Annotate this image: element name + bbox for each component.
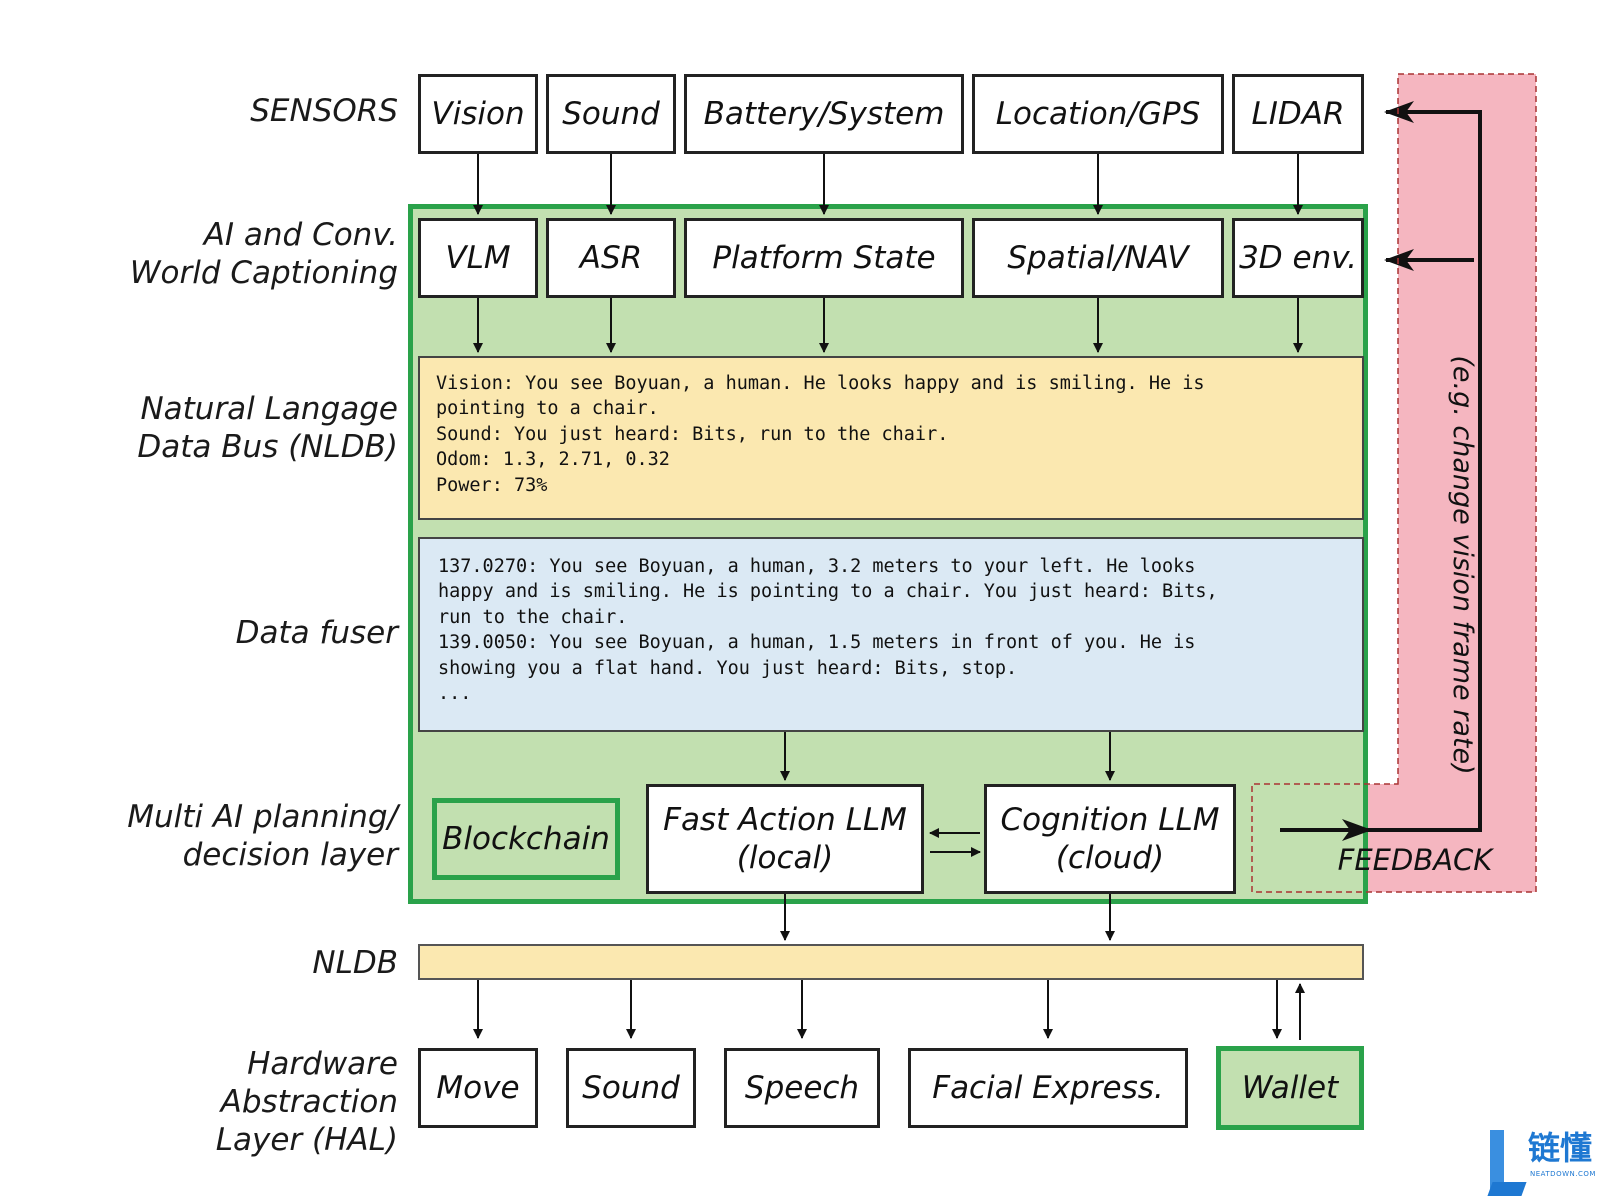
caption-3d-env: 3D env. — [1232, 218, 1364, 298]
hal-move: Move — [418, 1048, 538, 1128]
caption-asr: ASR — [546, 218, 676, 298]
sensor-vision: Vision — [418, 74, 538, 154]
caption-vlm: VLM — [418, 218, 538, 298]
row-label-planning: Multi AI planning/ decision layer — [127, 799, 398, 873]
hal-sound: Sound — [566, 1048, 696, 1128]
row-label-data-fuser: Data fuser — [235, 615, 398, 651]
feedback-label: FEEDBACK — [1337, 843, 1493, 877]
hal-facial-express: Facial Express. — [908, 1048, 1188, 1128]
fast-action-llm-box: Fast Action LLM (local) — [646, 784, 924, 894]
watermark-cn: 链懂 — [1528, 1129, 1593, 1167]
sensor-location-gps: Location/GPS — [972, 74, 1224, 154]
sensor-sound: Sound — [546, 74, 676, 154]
row-label-sensors: SENSORS — [250, 93, 398, 129]
row-label-hal: Hardware Abstraction Layer (HAL) — [215, 1046, 398, 1158]
row-label-nldb: NLDB — [312, 945, 398, 981]
blockchain-box: Blockchain — [432, 798, 620, 880]
hal-speech: Speech — [724, 1048, 880, 1128]
sensor-lidar: LIDAR — [1232, 74, 1364, 154]
sensor-battery-system: Battery/System — [684, 74, 964, 154]
watermark-logo: 链懂 NEATDOWN.COM — [1487, 1129, 1600, 1196]
caption-platform-state: Platform State — [684, 218, 964, 298]
row-label-nldb-bus: Natural Langage Data Bus (NLDB) — [137, 391, 398, 465]
flow-arrows — [473, 154, 1305, 1040]
row-label-captioning: AI and Conv. World Captioning — [129, 217, 398, 291]
watermark-l-icon — [1490, 1130, 1504, 1196]
hal-wallet: Wallet — [1216, 1046, 1364, 1130]
watermark-l-foot — [1487, 1182, 1527, 1196]
feedback-dashed-outline — [1251, 73, 1537, 893]
watermark-en: NEATDOWN.COM — [1530, 1170, 1596, 1178]
nldb-bar — [418, 944, 1364, 980]
feedback-loop — [1280, 101, 1482, 841]
feedback-panel — [1398, 74, 1536, 892]
cognition-llm-box: Cognition LLM (cloud) — [984, 784, 1236, 894]
data-fuser-text-box: 137.0270: You see Boyuan, a human, 3.2 m… — [418, 537, 1364, 732]
caption-spatial-nav: Spatial/NAV — [972, 218, 1224, 298]
nldb-text-box: Vision: You see Boyuan, a human. He look… — [418, 356, 1364, 520]
